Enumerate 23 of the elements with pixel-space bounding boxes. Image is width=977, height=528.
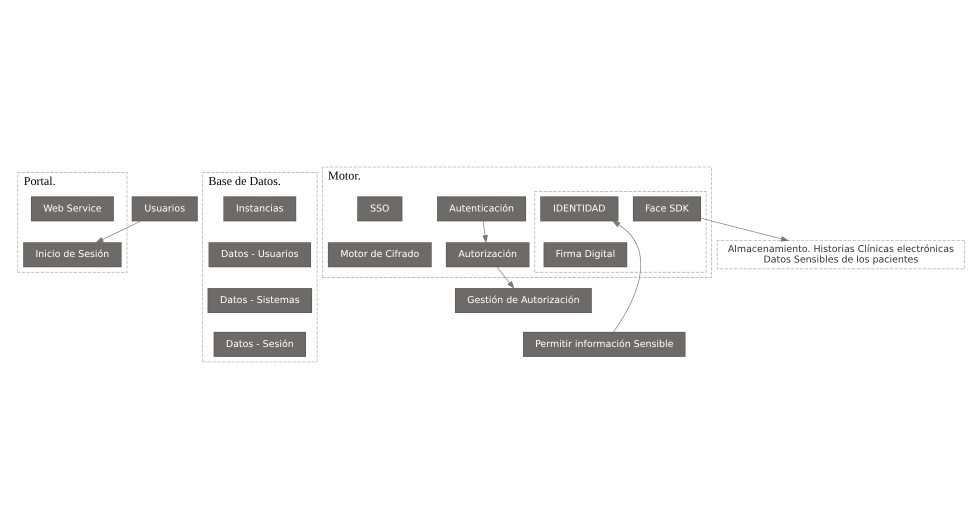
node-box: Usuarios	[132, 196, 198, 221]
arrow	[612, 220, 642, 332]
arrow	[482, 220, 488, 243]
arrow	[496, 266, 515, 288]
cluster	[534, 190, 706, 272]
arrow	[95, 220, 142, 242]
node-box: Almacenamiento. Historias Clínicas electrónicas Datos Sensibles de los pacientes	[716, 240, 965, 269]
node-box: Inicio de Sesión	[23, 242, 122, 267]
node-box: Autorización	[446, 242, 530, 267]
node-box: IDENTIDAD	[540, 196, 618, 221]
node-box: Motor de Cifrado	[328, 242, 432, 267]
node-box: Datos - Sesión	[214, 331, 306, 356]
node-box: SSO	[357, 196, 402, 221]
node-box: Gestión de Autorización	[454, 288, 592, 313]
node-box: Permitir información Sensible	[523, 331, 686, 356]
arrow	[700, 217, 790, 242]
node-box: Face SDK	[632, 196, 702, 221]
node-box: Web Service	[30, 196, 114, 221]
node-box: Datos - Sistemas	[208, 288, 312, 313]
node-box: Autenticación	[437, 196, 526, 221]
node-box: Datos - Usuarios	[208, 242, 312, 267]
node-box: Firma Digital	[544, 242, 628, 267]
node-box: Instancias	[223, 196, 296, 221]
